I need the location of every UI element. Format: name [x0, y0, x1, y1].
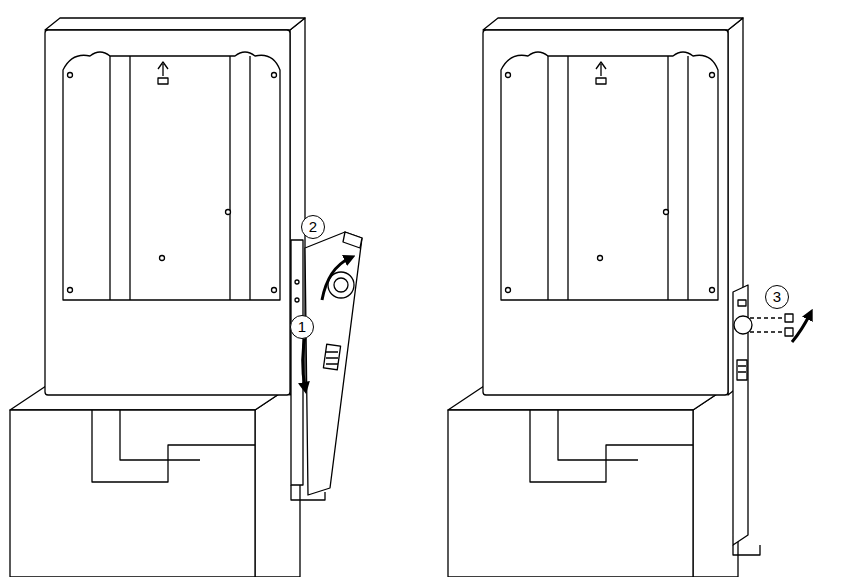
callout-number: 2: [301, 215, 325, 239]
callout-number: 1: [290, 315, 314, 339]
callout-number: 3: [765, 285, 789, 309]
